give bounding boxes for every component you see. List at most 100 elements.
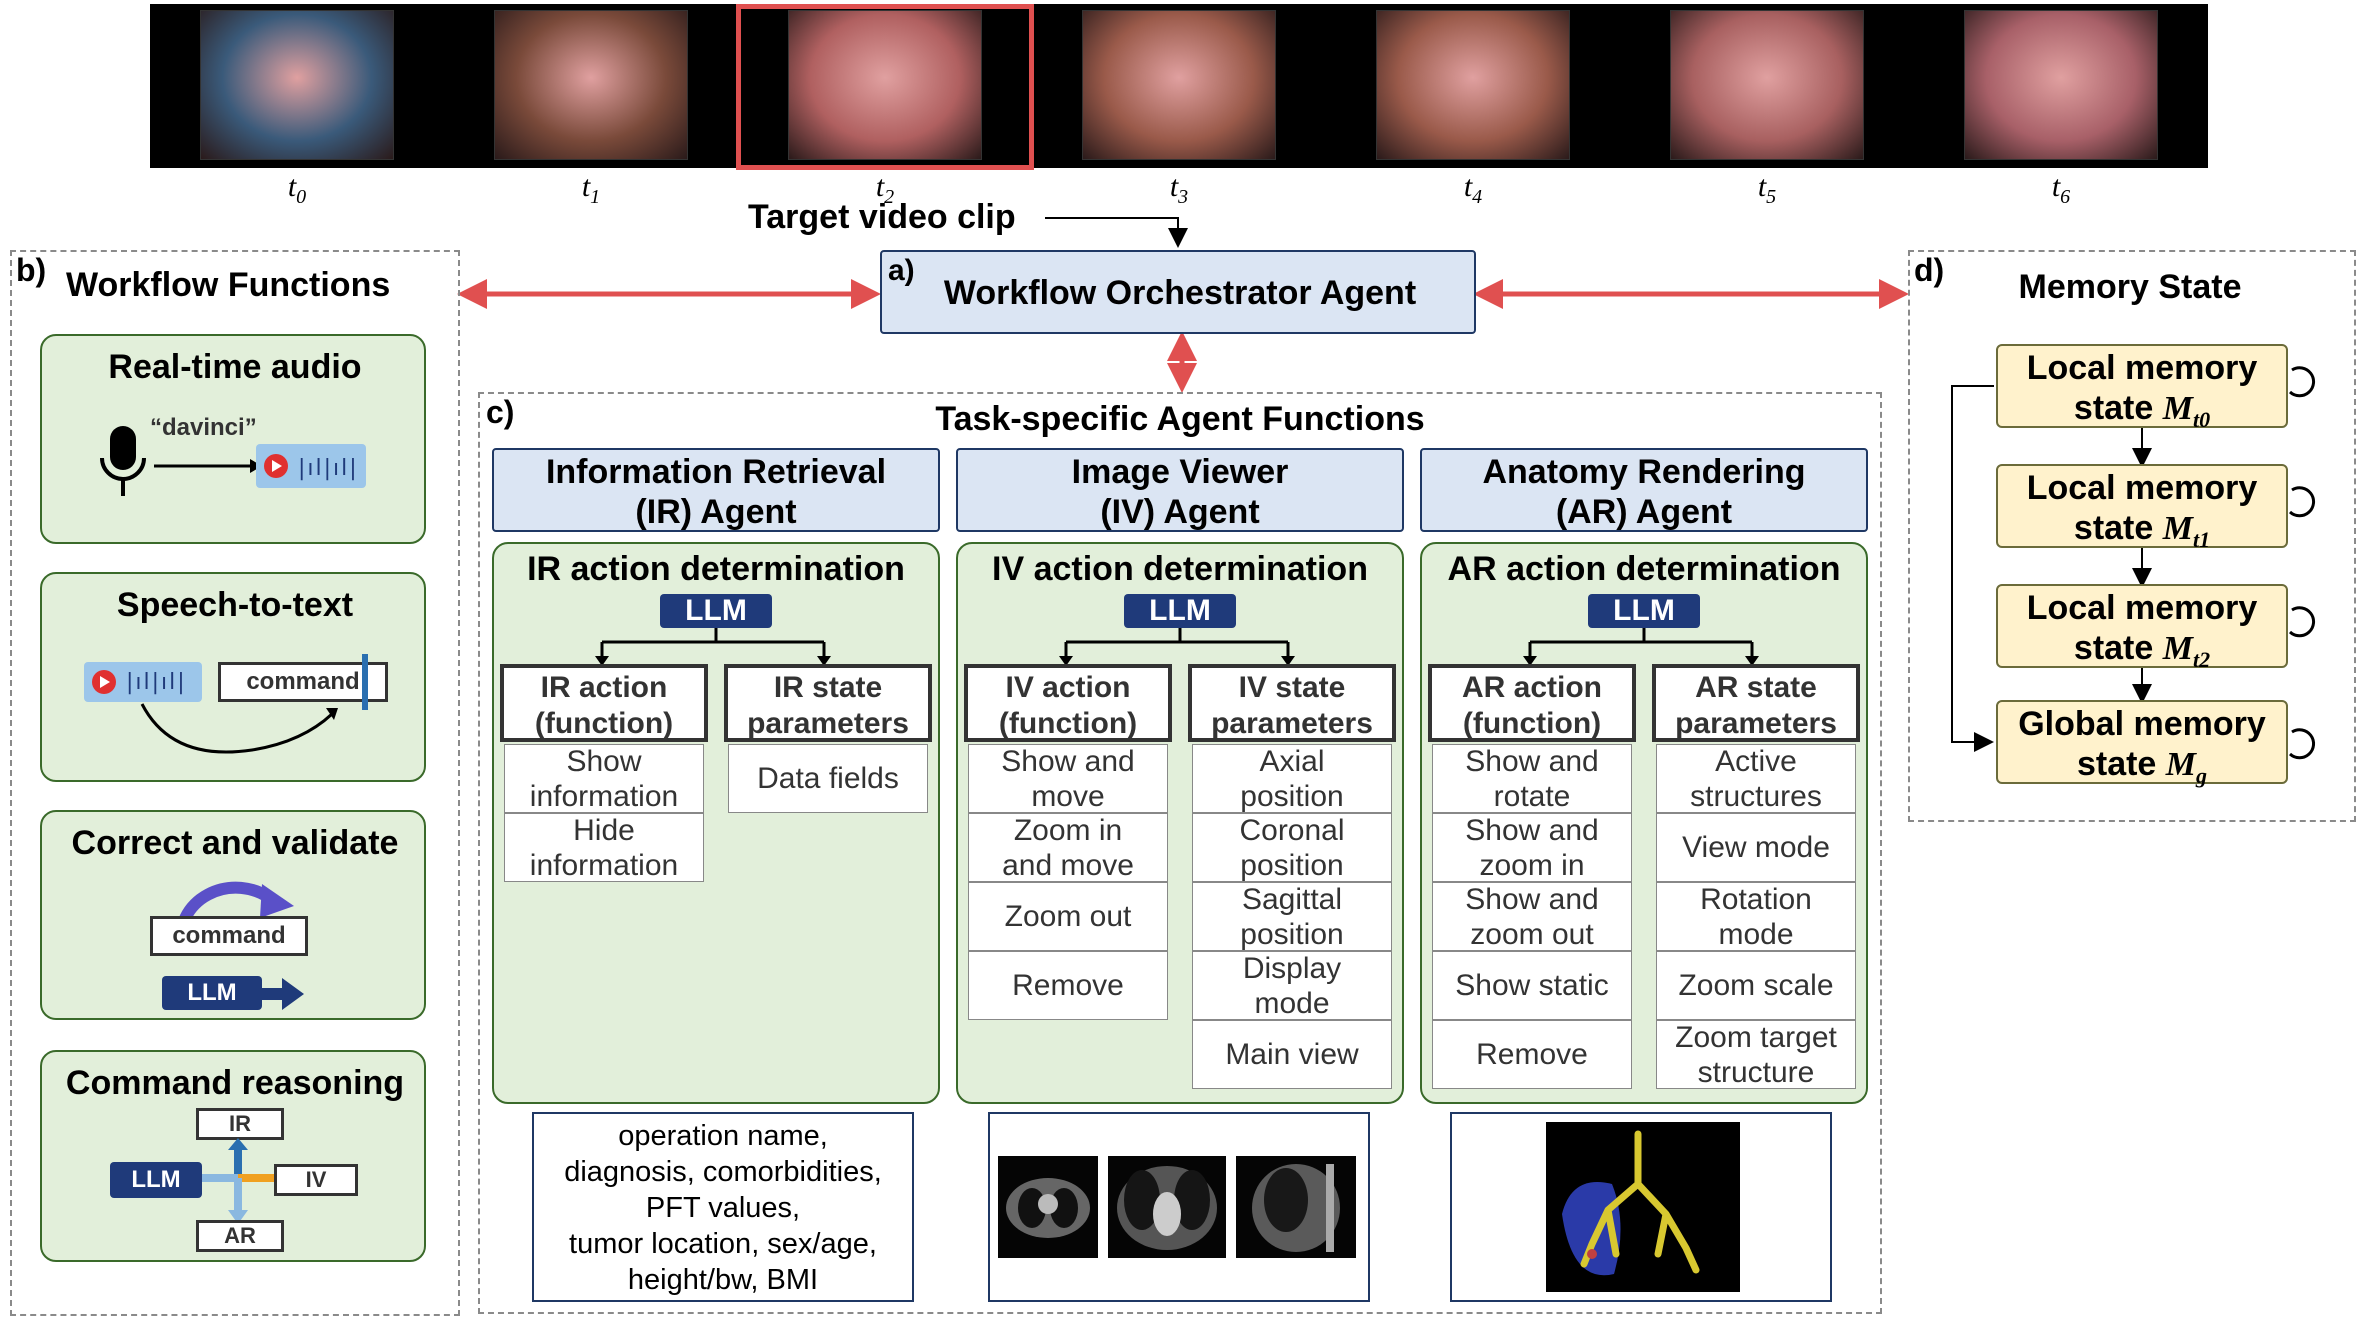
video-frame-thumbnail[interactable] [1964, 10, 2158, 160]
cell-text: structure [1697, 1055, 1815, 1089]
header-line: parameters [1675, 707, 1837, 740]
ir-output-line: PFT values, [645, 1192, 801, 1224]
target-clip-label: Target video clip [748, 198, 1016, 236]
state-parameter-cell: View mode [1656, 813, 1856, 882]
llm-badge: LLM [1588, 594, 1700, 628]
realtime-audio-title: Real-time audio [108, 348, 362, 386]
cell-text: zoom in [1479, 848, 1585, 882]
orchestrator-agent: a) Workflow Orchestrator Agent [880, 250, 1476, 334]
memory-line1: Local memory [2026, 589, 2258, 627]
audio-arrow [154, 459, 262, 473]
action-function-cell: Zoom out [968, 882, 1168, 951]
header-line: (function) [1462, 707, 1602, 740]
cell-text: Show and [1001, 744, 1135, 778]
task-panel [478, 392, 1882, 1314]
cell-text: information [529, 779, 679, 813]
correct-validate-title: Correct and validate [71, 824, 399, 862]
header-line: parameters [747, 707, 909, 740]
microphone-icon [100, 426, 146, 496]
agent-name-line1: Image Viewer [1071, 453, 1289, 491]
video-frame-thumbnail[interactable] [494, 10, 688, 160]
video-frame-thumbnail[interactable] [788, 10, 982, 160]
workflow-letter: b) [16, 252, 47, 288]
cell-text: Sagittal [1241, 882, 1343, 916]
cell-text: Axial [1259, 744, 1325, 778]
ir-output-line: tumor location, sex/age, [569, 1228, 877, 1260]
header-line: parameters [1211, 707, 1373, 740]
frame-time-label: t5 [1757, 170, 1777, 208]
frame-time-label: t1 [581, 170, 601, 208]
header-line: IR action [540, 671, 668, 704]
memory-line2: state Mt1 [2073, 509, 2211, 552]
memory-line2: state Mt2 [2073, 629, 2211, 672]
cell-text: Show and [1465, 744, 1599, 778]
target-frame-highlight [736, 4, 1034, 170]
frame-time-label: t6 [2051, 170, 2071, 208]
wake-word: “davinci” [150, 414, 257, 441]
memory-letter: d) [1914, 252, 1945, 288]
cell-text: information [529, 848, 679, 882]
task-letter: c) [486, 394, 515, 430]
frame-time-label: t4 [1463, 170, 1483, 208]
video-frame-thumbnail[interactable] [1670, 10, 1864, 160]
agent-name-box: Information Retrieval(IR) Agent [492, 448, 940, 532]
stt-curve-arrow [140, 703, 338, 754]
command-reasoning-title: Command reasoning [65, 1064, 405, 1102]
cell-text: mode [1718, 917, 1794, 951]
task-title: Task-specific Agent Functions [935, 400, 1425, 438]
memory-line1: Global memory [2018, 705, 2266, 743]
agent-name-line2: (IR) Agent [635, 493, 797, 531]
video-frame-thumbnail[interactable] [1082, 10, 1276, 160]
cell-text: Zoom scale [1678, 969, 1834, 1002]
cell-text: position [1240, 917, 1344, 951]
reasoning-llm-badge: LLM [110, 1162, 202, 1198]
cell-text: Rotation [1700, 882, 1812, 916]
speech-to-text-card: Speech-to-text |ıl|ıl| command [40, 572, 426, 782]
anatomy-3d-rendering [1546, 1122, 1740, 1292]
ir-output-line: diagnosis, comorbidities, [564, 1156, 882, 1188]
action-determination-title: IR action determination [527, 550, 905, 588]
header-line: (function) [998, 707, 1138, 740]
ct-scan-images [998, 1156, 1356, 1258]
video-frame-thumbnail[interactable] [1376, 10, 1570, 160]
cell-text: Remove [1012, 969, 1124, 1002]
cell-text: Zoom target [1675, 1020, 1837, 1054]
frame-time-label: t0 [287, 170, 307, 208]
correct-validate-card: Correct and validate command LLM [40, 810, 426, 1020]
agent-name-line2: (IV) Agent [1100, 493, 1260, 531]
agent-name-line1: Anatomy Rendering [1482, 453, 1806, 491]
cell-text: structures [1690, 779, 1822, 813]
action-function-header: IV action(function) [964, 664, 1172, 742]
llm-branch-connector [595, 628, 831, 666]
cell-text: Data fields [757, 762, 899, 795]
frame-time-label: t3 [1169, 170, 1189, 208]
cell-text: move [1031, 779, 1105, 813]
state-parameter-cell: Zoom scale [1656, 951, 1856, 1020]
validate-command-box: command [150, 916, 308, 956]
reasoning-ar-box: AR [196, 1220, 284, 1252]
stt-command-box: command [218, 662, 388, 702]
speech-to-text-title: Speech-to-text [116, 586, 354, 624]
reasoning-ir-box: IR [196, 1108, 284, 1140]
header-line: AR state [1695, 671, 1817, 704]
cell-text: Zoom out [1004, 900, 1132, 933]
header-line: IV state [1238, 671, 1346, 704]
video-frame-thumbnail[interactable] [200, 10, 394, 160]
